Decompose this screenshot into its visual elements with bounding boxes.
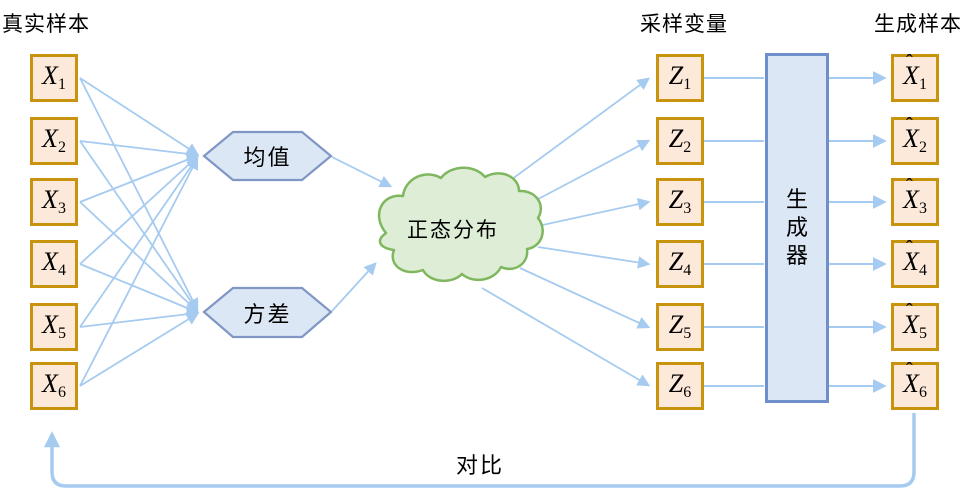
distribution-label: 正态分布 (407, 219, 499, 242)
generated-samples-title: 生成样本 (874, 13, 962, 36)
mean-hexagon (202, 130, 333, 182)
edge-x1-variance (79, 77, 199, 312)
edge-x2-mean (79, 140, 200, 161)
node-z4-label: Z4 (668, 247, 692, 279)
node-z4: Z4 (656, 240, 704, 288)
distribution-cloud (377, 166, 544, 282)
edge-x4-mean (79, 155, 199, 265)
edge-distribution-z3 (537, 197, 651, 227)
variance-hexagon (202, 286, 333, 339)
node-x1: X1 (30, 54, 78, 102)
edge-x5-variance (79, 307, 200, 328)
node-x5-label: X5 (42, 310, 66, 342)
edge-variance-distribution (331, 262, 377, 312)
node-x4: X4 (30, 240, 78, 288)
node-x6-label: X6 (42, 369, 66, 401)
mean-label: 均值 (243, 145, 292, 170)
generator-label: 生成器 (785, 187, 808, 268)
edge-x4-variance (79, 263, 200, 315)
edge-x6-mean (79, 156, 199, 387)
compare-label: 对比 (455, 453, 504, 478)
edge-mean-distribution (331, 156, 393, 188)
node-x5: X5 (30, 303, 78, 351)
generator-block: 生成器 (765, 53, 829, 403)
variance-label: 方差 (243, 301, 292, 327)
edge-distribution-z2 (524, 139, 651, 207)
node-x2-label: X2 (42, 124, 66, 156)
edge-x6-variance (79, 312, 200, 387)
edge-x3-mean (79, 153, 200, 203)
node-x6: X6 (30, 362, 78, 410)
edge-x1-mean (79, 77, 200, 156)
node-z2: Z2 (656, 117, 704, 165)
node-x3: X3 (30, 178, 78, 226)
edge-x2-variance (79, 140, 199, 313)
node-z1: Z1 (656, 54, 704, 102)
node-z5-label: Z5 (668, 310, 692, 342)
node-z1-label: Z1 (668, 61, 692, 93)
edge-distribution-z6 (481, 287, 651, 387)
node-z2-label: Z2 (668, 124, 692, 156)
node-z5: Z5 (656, 303, 704, 351)
edge-distribution-z4 (537, 246, 651, 269)
node-x2: X2 (30, 117, 78, 165)
node-z6-label: Z6 (668, 369, 692, 401)
edge-distribution-z1 (499, 77, 651, 189)
node-x3-label: X3 (42, 185, 66, 217)
real-samples-title: 真实样本 (2, 13, 90, 36)
node-x1-label: X1 (42, 61, 66, 93)
feedback-arrow (43, 413, 916, 488)
edge-x5-mean (79, 155, 199, 328)
sampled-variables-title: 采样变量 (640, 13, 728, 36)
node-z3: Z3 (656, 178, 704, 226)
node-z6: Z6 (656, 362, 704, 410)
edge-distribution-z5 (519, 267, 651, 329)
node-x4-label: X4 (42, 247, 66, 279)
edge-x3-variance (79, 201, 199, 313)
node-z3-label: Z3 (668, 185, 692, 217)
